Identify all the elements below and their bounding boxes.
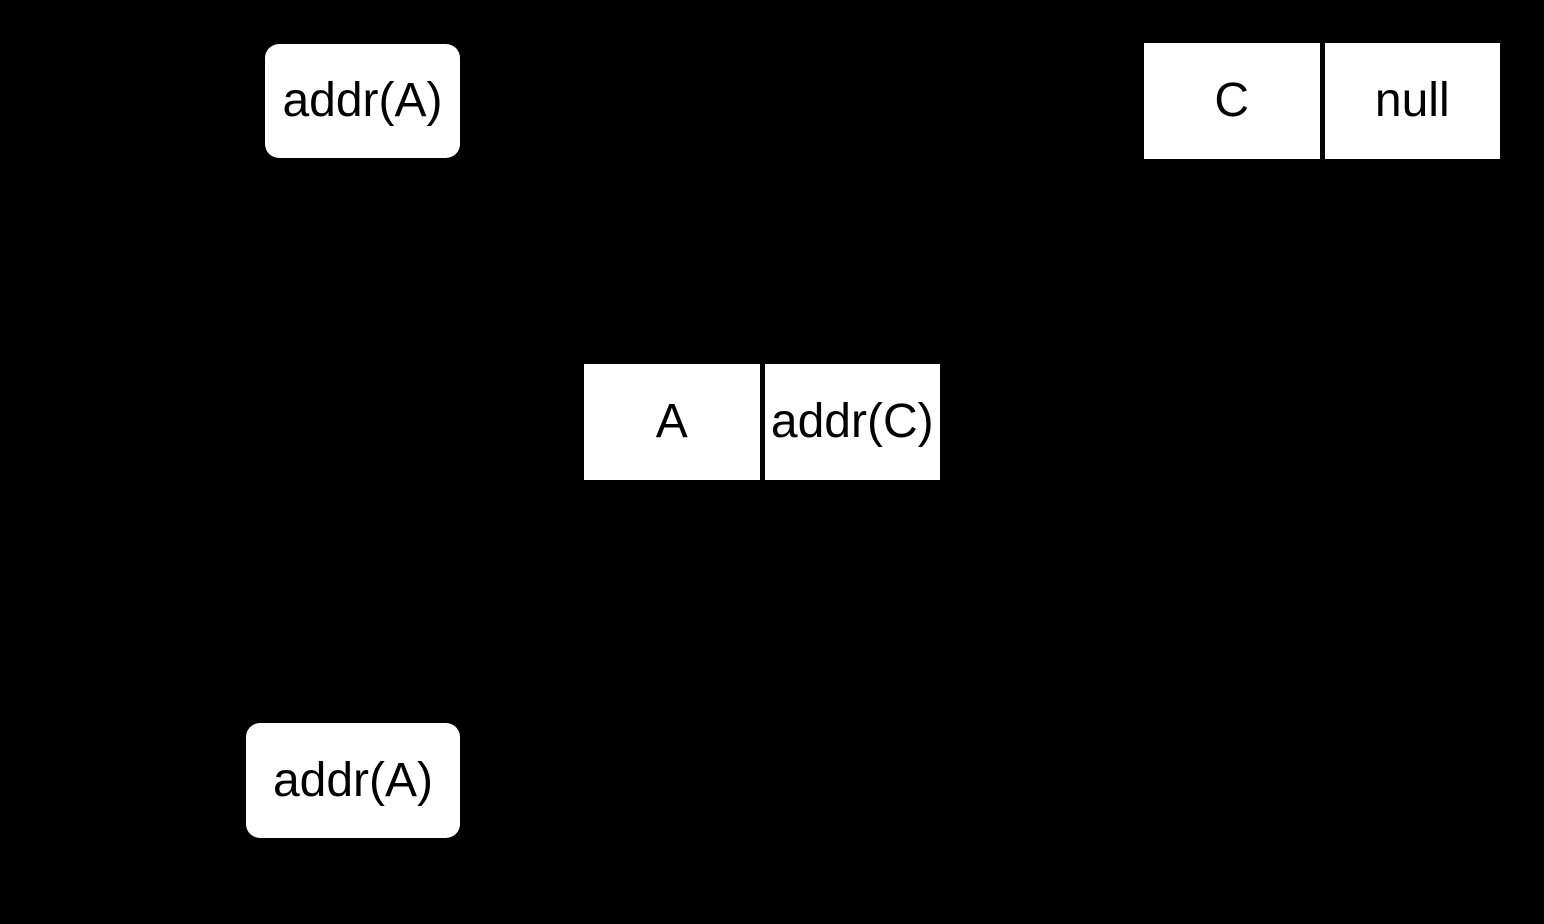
pointer-box-addr-a-top: addr(A) [265,44,460,158]
list-node-a: A addr(C) [584,364,940,480]
list-node-c: C null [1144,43,1500,159]
node-c-next-cell: null [1324,43,1500,159]
node-a-value-cell: A [584,364,760,480]
node-c-value-cell: C [1144,43,1320,159]
node-a-next-cell: addr(C) [764,364,940,480]
pointer-label: addr(A) [282,74,443,127]
pointer-label: addr(A) [272,753,434,807]
pointer-box-addr-a-bottom: addr(A) [246,723,460,838]
